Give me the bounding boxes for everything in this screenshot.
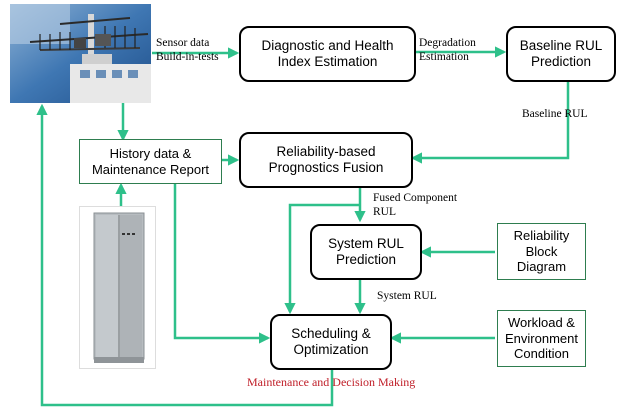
- baseline-rul-node: Baseline RUL Prediction: [506, 26, 616, 82]
- rbd-node: Reliability Block Diagram: [497, 223, 586, 280]
- arrow-fusion-to-scheduling: [284, 203, 360, 315]
- fused-label: Fused Component RUL: [373, 192, 458, 219]
- baseline-label: Baseline RUL: [522, 108, 588, 120]
- system-rul-node: System RUL Prediction: [310, 224, 422, 280]
- maintenance-label: Maintenance and Decision Making: [247, 375, 416, 389]
- workload-node: Workload & Environment Condition: [497, 310, 586, 367]
- history-node: History data & Maintenance Report: [79, 139, 222, 184]
- antenna-array-photo: [10, 4, 151, 103]
- fusion-node: Reliability-based Prognostics Fusion: [239, 132, 413, 188]
- degradation-label: Degradation Estimation: [419, 37, 476, 64]
- sensor-label: Sensor data Build-in-tests: [156, 37, 219, 64]
- arrow-baseline-to-fusion: [410, 82, 570, 164]
- diagnostic-node: Diagnostic and Health Index Estimation: [239, 26, 416, 82]
- arrow-feedback-loop: [36, 103, 334, 407]
- arrow-history-to-scheduling: [173, 183, 271, 344]
- system-label: System RUL: [377, 290, 437, 302]
- equipment-cabinet-photo: [79, 206, 156, 369]
- scheduling-node: Scheduling & Optimization: [270, 314, 392, 370]
